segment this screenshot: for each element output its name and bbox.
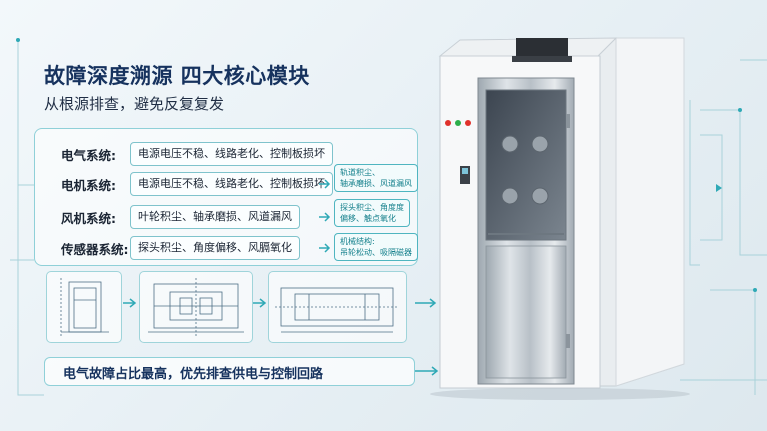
top-view-drawing [275, 287, 399, 333]
arrow-right-icon [415, 366, 439, 376]
arrow-right-icon [253, 298, 267, 308]
arrow-right-icon [319, 179, 331, 189]
detail-note: 探头积尘、角度度 偏移、触点氧化 [334, 199, 410, 227]
detail-note: 轨道积尘、 轴承磨损、风道漏风 [334, 164, 418, 192]
arrow-right-icon [319, 243, 331, 253]
system-description: 电源电压不稳、线路老化、控制板损坏 [130, 142, 333, 166]
system-description: 探头积尘、角度偏移、风膈氧化 [130, 236, 300, 260]
arrow-right-icon [123, 298, 137, 308]
conclusion-text: 电气故障占比最高，优先排查供电与控制回路 [63, 367, 324, 382]
page-title: 故障深度溯源 四大核心模块 [44, 64, 310, 88]
side-view-drawing [148, 278, 244, 336]
system-label: 风机系统: [61, 211, 116, 226]
arrow-right-icon [319, 212, 331, 222]
detail-note: 机械结构: 吊轮松动、吸隔磁器 [334, 233, 418, 261]
front-view-drawing [60, 278, 109, 336]
air-shower-cabinet-image [430, 37, 690, 400]
system-description: 电源电压不稳、线路老化、控制板损坏 [130, 172, 333, 196]
system-description: 叶轮积尘、轴承磨损、风道漏风 [130, 205, 300, 229]
drawing-thumbnail-top [268, 271, 407, 343]
system-label: 电气系统: [61, 148, 116, 163]
page-subtitle: 从根源排查，避免反复复发 [44, 95, 225, 113]
conclusion-box: 电气故障占比最高，优先排查供电与控制回路 [44, 357, 415, 386]
fault-systems-panel: 电气系统: 电源电压不稳、线路老化、控制板损坏 电机系统: 电源电压不稳、线路老… [34, 128, 418, 266]
drawing-thumbnail-front [46, 271, 122, 343]
system-label: 电机系统: [61, 178, 116, 193]
drawing-thumbnail-side [139, 271, 253, 343]
arrow-right-icon [415, 298, 437, 308]
system-label: 传感器系统: [61, 242, 129, 257]
